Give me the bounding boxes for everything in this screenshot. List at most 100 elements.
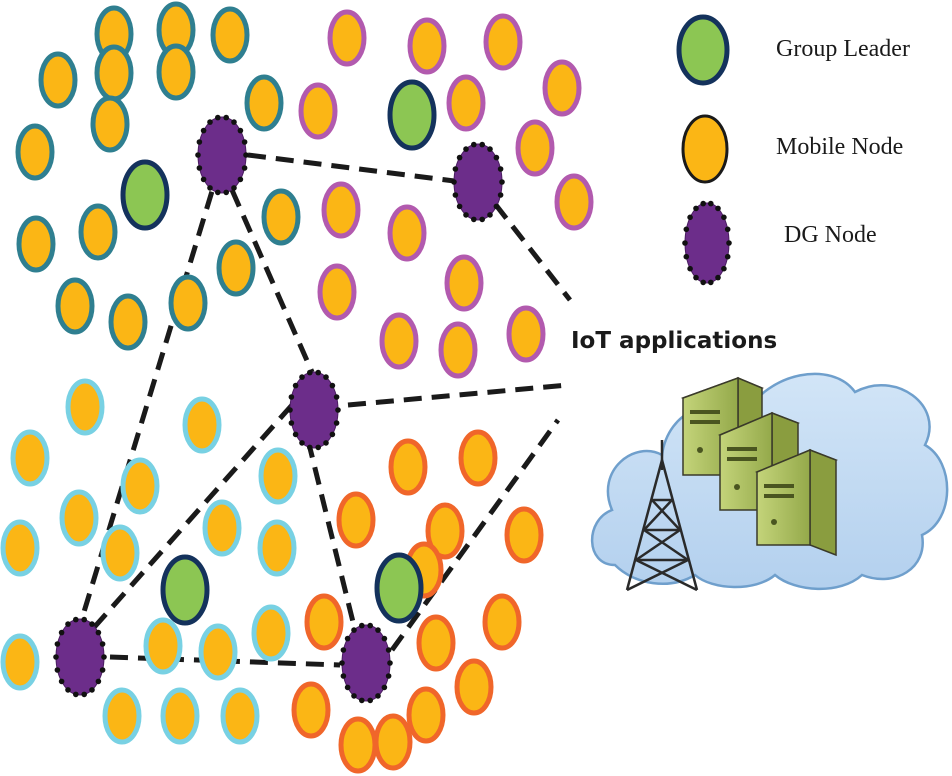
mobile-node (143, 617, 183, 675)
mobile-node (483, 13, 523, 71)
dg-node-dot (58, 629, 65, 636)
dg-node-dot (196, 139, 203, 145)
dg-node-dot (215, 114, 221, 121)
mobile-node (78, 203, 118, 261)
mobile-node (506, 305, 546, 363)
dg-node-dot (693, 205, 699, 212)
dg-node-dot (237, 127, 244, 134)
mobile-node (108, 293, 148, 351)
dg-node-dot (708, 200, 714, 207)
group-leader-node (120, 159, 170, 231)
dg-node-dot (471, 216, 477, 223)
dg-node-dot (95, 629, 102, 636)
dg-node-dot (292, 431, 299, 438)
dg-node-dot (724, 253, 731, 260)
mobile-node (202, 499, 242, 557)
dg-node-dot (307, 369, 313, 376)
iot-applications-title: IoT applications (571, 328, 777, 354)
mobile-node (59, 489, 99, 547)
dg-node-dot (715, 205, 721, 212)
mobile-node (120, 457, 160, 515)
dg-node-dot (73, 691, 79, 698)
dg-node (339, 622, 393, 704)
dg-node-dot (299, 440, 305, 446)
radio-tower-icon (625, 440, 699, 592)
mobile-node (317, 263, 357, 321)
dg-node-dot (241, 165, 248, 171)
dg-node-dot (721, 214, 727, 221)
mobile-node (216, 239, 256, 297)
dg-node-dot (381, 635, 388, 642)
dg-node-dot (99, 667, 106, 673)
dg-node-dot (479, 216, 486, 223)
dg-node-dot (287, 407, 293, 413)
mobile-node (446, 74, 486, 132)
mobile-node (257, 519, 297, 577)
dg-node-dot (381, 684, 388, 691)
dg-node-dot (196, 165, 203, 171)
dg-node (195, 114, 249, 196)
dg-node-dot (451, 179, 457, 185)
mobile-node (327, 9, 367, 67)
dg-node-dot (456, 203, 463, 210)
mobile-node (304, 593, 344, 651)
dg-node-dot (335, 407, 341, 413)
dg-node-dot (333, 394, 340, 400)
mobile-node (0, 519, 40, 577)
mobile-node-icon (681, 114, 729, 184)
dg-node-dot (73, 616, 79, 623)
dg-node-dot (340, 673, 347, 679)
dg-node-dot (65, 687, 71, 693)
dg-node-dot (53, 654, 59, 660)
dg-node-dot (65, 621, 71, 627)
mobile-node (298, 82, 338, 140)
dg-node-dot (344, 635, 351, 642)
dg-node-dot (499, 179, 505, 185)
dg-node-dot (375, 693, 381, 699)
dg-node-dot (54, 641, 61, 647)
dg-node-dot (721, 265, 727, 272)
mobile-node (425, 502, 465, 560)
dg-node-dot (456, 154, 463, 161)
dg-node-dot (323, 374, 329, 380)
dg-node-dot (195, 152, 201, 158)
mobile-node (387, 204, 427, 262)
dg-node-icon (682, 200, 732, 286)
mobile-node (554, 173, 594, 231)
dg-node-dot (375, 627, 381, 633)
dg-node-dot (700, 200, 706, 207)
dg-node-dot (95, 678, 102, 685)
dg-node-dot (724, 226, 731, 233)
group-leader-icon (676, 14, 730, 86)
mobile-node (338, 716, 378, 774)
dg-node-dot (288, 420, 295, 426)
dg-node-dot (367, 622, 374, 629)
dg-node-dot (243, 152, 249, 158)
mobile-node (336, 491, 376, 549)
dg-node-dot (687, 214, 693, 221)
dg-node-dot (237, 176, 244, 183)
dg-node (451, 141, 505, 223)
mobile-node (38, 51, 78, 109)
dg-node-dot (101, 654, 107, 660)
dg-node-dot (471, 141, 477, 148)
mobile-node (416, 614, 456, 672)
dg-node-dot (463, 146, 469, 152)
dg-node-dot (463, 212, 469, 218)
node-layer (0, 1, 594, 774)
dg-node-dot (207, 185, 213, 191)
mobile-node (504, 506, 544, 564)
mobile-node (100, 524, 140, 582)
legend-label-dg-node: DG Node (784, 222, 877, 248)
dg-link (347, 382, 569, 408)
dg-node-dot (54, 667, 61, 673)
dg-node-dot (99, 641, 106, 647)
mobile-node (65, 378, 105, 436)
dg-link (88, 403, 294, 634)
mobile-node (321, 181, 361, 239)
mobile-node (482, 593, 522, 651)
mobile-node (542, 59, 582, 117)
dg-node-dot (288, 394, 295, 400)
mobile-node (406, 686, 446, 744)
mobile-node (16, 215, 56, 273)
